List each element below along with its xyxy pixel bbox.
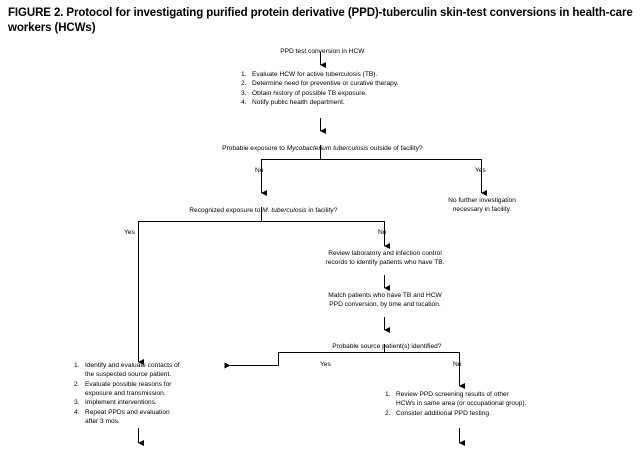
- node-initial-steps: 1. Evaluate HCW for active tuberculosis …: [241, 70, 451, 107]
- list-number: 4.: [241, 99, 247, 107]
- list-item: 3. Obtain history of possible TB exposur…: [241, 89, 451, 98]
- node-no-further-investigation: No further investigation necessary in fa…: [424, 196, 540, 215]
- branch-label-facility-yes: Yes: [124, 229, 135, 236]
- node-decision-source-patient: Probable source patient(s) identified?: [310, 333, 460, 352]
- decision-outside-suffix: outside of facility?: [368, 145, 423, 153]
- no-further-line1: No further investigation: [448, 197, 516, 204]
- list-text: Implement interventions.: [85, 399, 157, 407]
- decision-outside-prefix: Probable exposure to: [222, 145, 287, 153]
- branch-label-outside-yes: Yes: [475, 167, 486, 174]
- figure-title: FIGURE 2. Protocol for investigating pur…: [8, 7, 633, 35]
- review-records-line1: Review laboratory and infection control: [328, 250, 442, 257]
- list-number: 2.: [385, 409, 391, 417]
- list-number: 3.: [241, 89, 247, 97]
- list-text: Evaluate HCW for active tuberculosis (TB…: [252, 71, 378, 78]
- decision-facility-suffix: in facility?: [306, 207, 338, 215]
- node-decision-exposure-outside: Probable exposure to Mycobacterium tuber…: [180, 135, 461, 154]
- list-number: 1.: [241, 71, 247, 78]
- list-text: Notify public health department.: [252, 99, 345, 107]
- match-patients-line1: Match patients who have TB and HCW: [328, 292, 442, 299]
- list-number: 3.: [74, 399, 80, 407]
- list-text: Obtain history of possible TB exposure.: [252, 89, 367, 97]
- branch-label-source-yes: Yes: [320, 361, 331, 368]
- node-match-patients: Match patients who have TB and HCW PPD c…: [310, 291, 460, 310]
- list-number: 2.: [74, 380, 80, 388]
- list-text: Consider additional PPD testing.: [396, 409, 491, 417]
- list-item: 4. Notify public health department.: [241, 98, 451, 107]
- node-start-label: PPD test conversion in HCW: [280, 48, 365, 56]
- list-text: Determine need for preventive or curativ…: [252, 80, 399, 88]
- list-number: 1.: [74, 362, 80, 369]
- decision-outside-organism: Mycobacterium tuberculosis: [286, 145, 369, 153]
- list-number: 2.: [241, 80, 247, 88]
- branch-label-facility-no: No: [378, 229, 387, 236]
- list-item: 2. Determine need for preventive or cura…: [241, 79, 451, 88]
- list-item: 3. Implement interventions.: [74, 398, 234, 407]
- no-further-line2: necessary in facility.: [452, 206, 512, 214]
- node-start: PPD test conversion in HCW: [240, 38, 401, 57]
- list-item: 1. Review PPD screening results of other…: [385, 390, 600, 409]
- decision-facility-prefix: Recognized exposure to: [189, 207, 263, 215]
- node-review-records: Review laboratory and infection control …: [310, 249, 460, 268]
- branch-label-outside-no: No: [255, 167, 264, 174]
- match-patients-line2: PPD conversion, by time and location.: [329, 301, 441, 309]
- node-screening-actions: 1. Review PPD screening results of other…: [385, 390, 600, 418]
- list-number: 1.: [385, 391, 391, 398]
- list-number: 4.: [74, 408, 80, 416]
- list-item: 1. Evaluate HCW for active tuberculosis …: [241, 70, 451, 79]
- branch-label-source-no: No: [453, 361, 462, 368]
- decision-source-label: Probable source patient(s) identified?: [332, 343, 442, 351]
- review-records-line2: records to identify patients who have TB…: [325, 259, 445, 267]
- list-item: 2. Consider additional PPD testing.: [385, 409, 600, 418]
- node-decision-exposure-facility: Recognized exposure to M. tuberculosis i…: [148, 197, 375, 216]
- decision-facility-organism: M. tuberculosis: [262, 207, 307, 215]
